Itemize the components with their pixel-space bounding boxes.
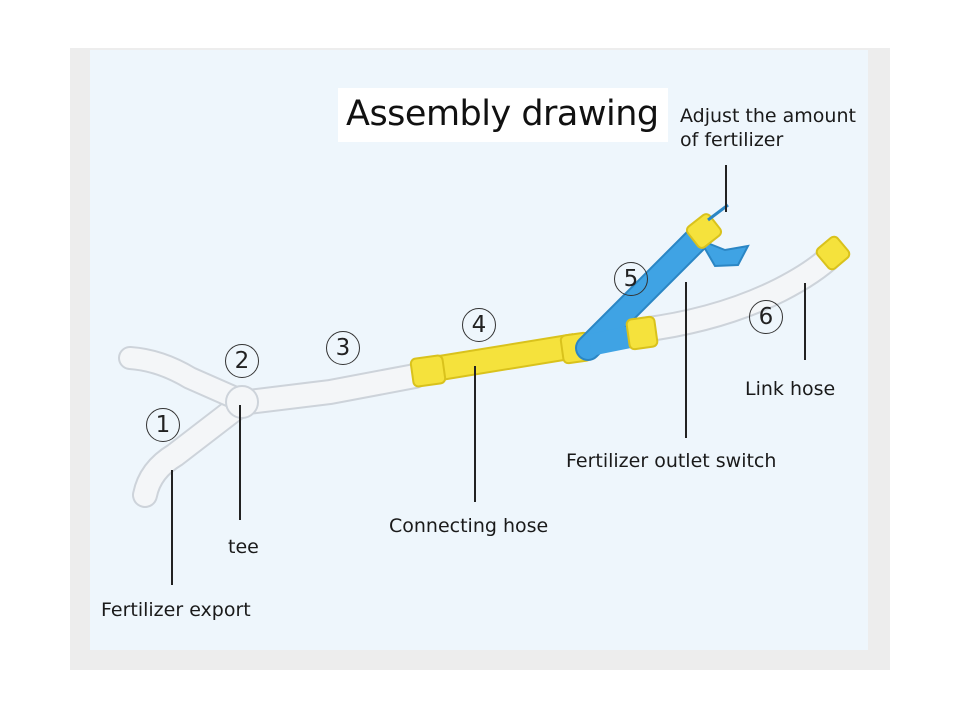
label-fertilizer-export: Fertilizer export — [101, 599, 251, 621]
leader-lines — [171, 165, 806, 585]
label-adjust-amount: Adjust the amount of fertilizer — [680, 105, 856, 151]
label-link-hose: Link hose — [745, 378, 836, 400]
page-title: Assembly drawing — [346, 94, 659, 134]
link-hose — [625, 235, 851, 351]
title-box — [338, 88, 668, 142]
tube-3 — [227, 363, 428, 416]
connecting-hose — [409, 331, 593, 388]
fertilizer-export-tube — [132, 392, 253, 508]
marker-6: 6 — [749, 300, 783, 334]
fertilizer-outlet-switch — [575, 203, 750, 361]
label-tee: tee — [228, 536, 259, 558]
marker-2: 2 — [225, 344, 259, 378]
label-connecting-hose: Connecting hose — [389, 515, 549, 537]
tee-upper-arm — [118, 346, 252, 412]
marker-5: 5 — [614, 262, 648, 296]
marker-1: 1 — [146, 408, 180, 442]
label-outlet-switch: Fertilizer outlet switch — [566, 450, 777, 472]
tee-junction — [225, 385, 259, 419]
marker-3: 3 — [326, 331, 360, 365]
marker-4: 4 — [462, 308, 496, 342]
